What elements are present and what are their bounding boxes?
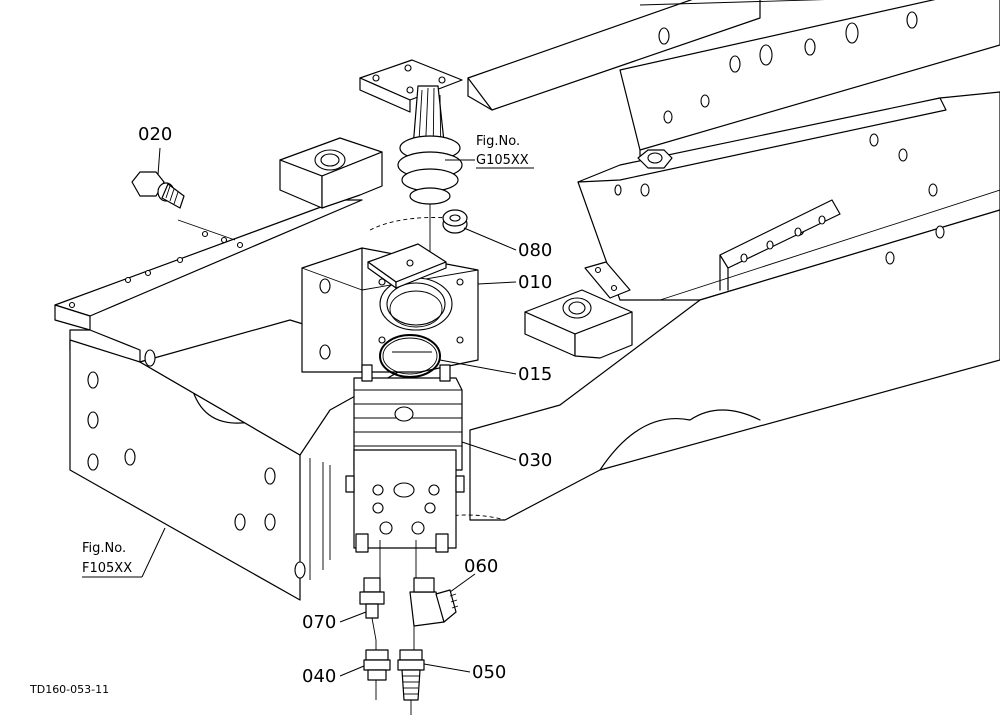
fig-ref-g105: Fig.No. G105XX — [476, 134, 534, 169]
leader-lines — [141, 147, 517, 677]
part-040-fitting — [363, 640, 391, 700]
right-bracket — [524, 261, 633, 359]
part-020-bolt — [131, 171, 185, 209]
fig-ref-f105: Fig.No. F105XX — [82, 541, 142, 578]
slotted-plate — [719, 199, 841, 291]
left-bracket — [279, 137, 383, 209]
callout-015: 015 — [518, 364, 552, 385]
callout-020: 020 — [138, 124, 172, 145]
rail-hole — [658, 27, 670, 45]
fig-ref-code: F105XX — [82, 561, 132, 576]
rail-hole — [845, 22, 859, 44]
left-upper-frame — [54, 199, 363, 331]
callout-060: 060 — [464, 556, 498, 577]
part-060-elbow-fitting — [409, 577, 459, 627]
cover-plate — [367, 243, 447, 289]
callout-labels: 020 080 010 015 030 060 070 040 050 — [138, 124, 552, 687]
part-015-o-ring — [379, 334, 441, 378]
rail-hole — [700, 94, 710, 108]
rail-hole — [663, 110, 673, 124]
callout-030: 030 — [518, 450, 552, 471]
rail-hole — [759, 44, 773, 66]
callout-010: 010 — [518, 272, 552, 293]
rail-hole — [906, 11, 918, 29]
rail-hole — [729, 55, 741, 73]
callout-040: 040 — [302, 666, 336, 687]
nut — [637, 149, 673, 169]
drawing-code: TD160-053-11 — [29, 683, 109, 696]
callout-070: 070 — [302, 612, 336, 633]
hidden-line — [369, 217, 451, 231]
fig-ref-code: G105XX — [476, 153, 529, 168]
fig-ref-prefix: Fig.No. — [476, 134, 520, 149]
upper-frame-rail — [467, 0, 1000, 179]
top-mounting-plate — [359, 59, 463, 113]
rail-hole — [804, 38, 816, 56]
part-030-pump — [345, 364, 465, 582]
part-010-bracket — [301, 247, 479, 373]
part-050-fitting — [397, 626, 425, 715]
part-070-fitting — [359, 577, 385, 641]
fig-ref-prefix: Fig.No. — [82, 541, 126, 556]
drive-shaft — [397, 85, 463, 265]
callout-050: 050 — [472, 662, 506, 683]
part-080-bushing — [442, 209, 468, 234]
callout-080: 080 — [518, 240, 552, 261]
